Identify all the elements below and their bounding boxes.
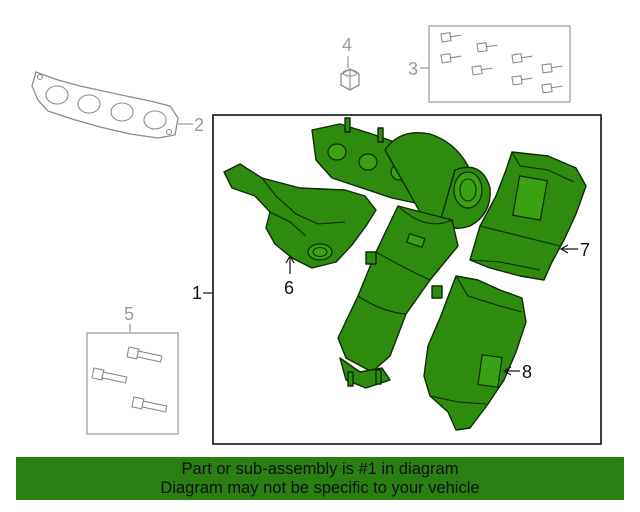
heat-shield-part-7[interactable] (469, 151, 587, 281)
bolt-group-part-5[interactable] (86, 332, 179, 435)
banner-line-1: Part or sub-assembly is #1 in diagram (181, 460, 459, 478)
leader-6-arrow (285, 254, 295, 264)
info-banner: Part or sub-assembly is #1 in diagram Di… (16, 457, 624, 500)
heat-shield-part-6[interactable] (223, 163, 377, 269)
callout-7: 7 (580, 240, 590, 260)
callout-5: 5 (124, 304, 134, 324)
nut-part-4[interactable] (340, 68, 360, 91)
banner-line-2: Diagram may not be specific to your vehi… (160, 479, 480, 497)
callout-6: 6 (284, 278, 294, 298)
assembly-frame-part-1[interactable] (212, 114, 602, 445)
heat-shield-part-8[interactable] (423, 275, 527, 431)
exhaust-manifold-converter[interactable] (311, 117, 491, 389)
callout-2: 2 (194, 115, 204, 135)
callout-1: 1 (192, 283, 202, 303)
leader-7-arrow (559, 244, 569, 254)
gasket-part-2[interactable] (31, 71, 179, 139)
callout-3: 3 (408, 59, 418, 79)
bolt-group-part-3[interactable] (428, 25, 571, 103)
leader-8-arrow (502, 366, 512, 376)
callout-8: 8 (522, 362, 532, 382)
callout-4: 4 (342, 35, 352, 55)
